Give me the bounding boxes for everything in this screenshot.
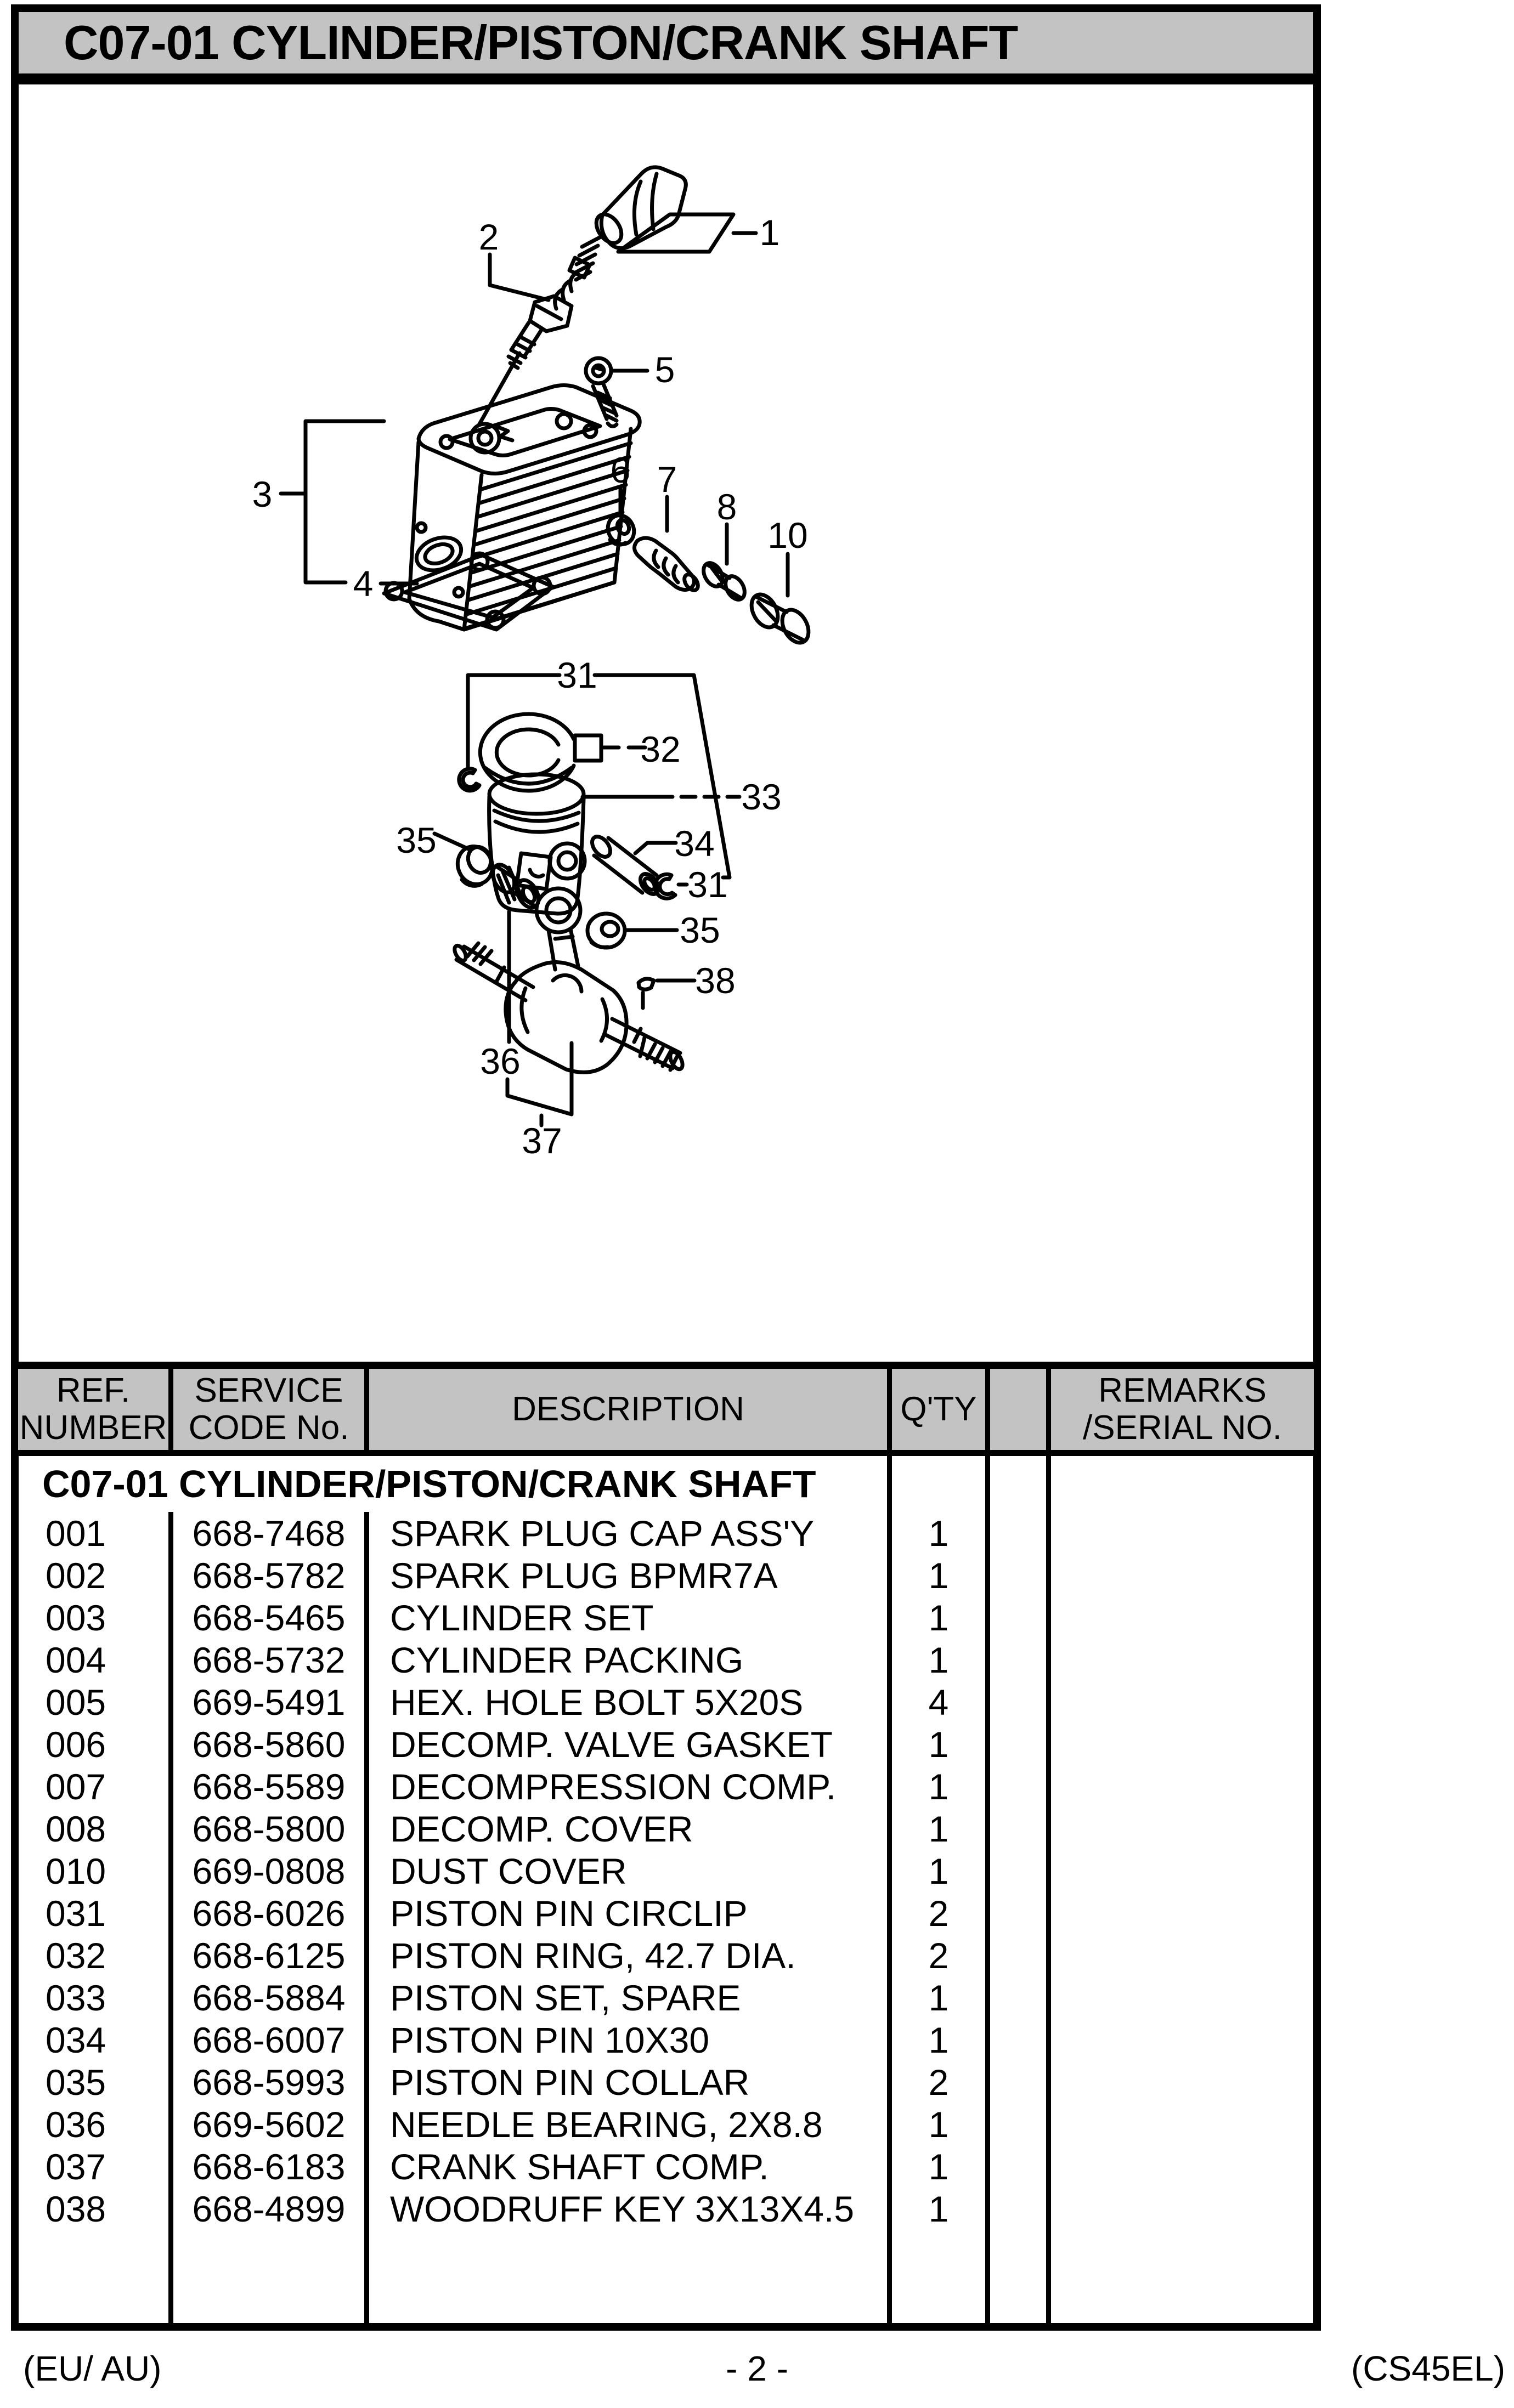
callout-33: 33 [741,777,781,817]
callout-31a: 31 [557,655,597,695]
crankshaft-drawing [453,886,685,1074]
callout-35b: 35 [680,910,720,950]
section-title-row: C07-01 CYLINDER/PISTON/CRANK SHAFT [15,1453,1318,1512]
callout-32: 32 [640,729,680,769]
cylinder-gasket-drawing [382,551,555,632]
leader-36 [505,909,574,1127]
page-title: C07-01 CYLINDER/PISTON/CRANK SHAFT [64,15,1018,70]
footer-region: (EU/ AU) [23,2349,162,2388]
leader-2 [488,252,551,302]
spark-plug-drawing [506,256,592,370]
col-header-qty: Q'TY [887,1365,988,1456]
page-header: C07-01 CYLINDER/PISTON/CRANK SHAFT [11,4,1321,84]
callout-6: 6 [611,450,631,490]
callout-10: 10 [767,515,807,556]
leader-31 [466,673,732,887]
leader-plug-to-cylinder [477,351,522,427]
leader-35a [432,831,472,852]
decomp-valve-gasket-drawing [606,513,636,547]
footer-page-number: - 2 - [726,2349,788,2388]
leader-34 [633,841,678,855]
piston-pin-circlip-lower-drawing [653,872,677,900]
callout-31b: 31 [687,864,727,905]
callout-35a: 35 [396,820,436,860]
piston-pin-circlip-upper-drawing [457,767,482,793]
col-header-blank [985,1365,1049,1456]
callout-labels: 1 2 3 4 5 6 7 8 10 31 32 33 35 34 31 35 … [252,212,808,1161]
piston-ring-drawing [478,712,603,793]
decomp-cover-drawing [702,561,747,602]
woodruff-key-drawing [636,977,656,991]
callout-5: 5 [655,349,675,390]
callout-8: 8 [717,486,737,527]
crank-seal-drawing [585,911,627,950]
col-header-ref: REF.NUMBER [14,1365,171,1456]
page-footer: (EU/ AU) - 2 - (CS45EL) [0,2348,1514,2392]
callout-7: 7 [657,459,677,500]
spark-plug-cap-drawing [594,165,688,251]
col-header-description: DESCRIPTION [364,1365,890,1456]
hex-bolt-drawing [584,356,619,428]
cylinder-drawing [407,383,642,632]
callout-36: 36 [480,1041,520,1081]
exploded-parts-diagram: 1 2 3 4 5 6 7 8 10 31 32 33 35 34 31 35 … [252,165,811,1161]
needle-bearing-drawing [490,863,541,910]
callout-2: 2 [479,217,499,257]
callout-38: 38 [695,960,735,1001]
callout-4: 4 [353,563,374,604]
plug-spring-drawing [573,235,603,282]
callout-3: 3 [252,474,273,514]
decompression-valve-drawing [632,536,700,592]
callout-1: 1 [760,212,780,253]
callout-34: 34 [674,823,714,864]
dust-cover-drawing [749,592,811,645]
col-header-remarks: REMARKS/SERIAL NO. [1046,1365,1318,1456]
leader-3 [279,419,386,585]
section-title: C07-01 CYLINDER/PISTON/CRANK SHAFT [42,1463,816,1505]
leader-lines [279,212,790,1127]
footer-model-code: (CS45EL) [1351,2349,1505,2388]
leader-1 [616,212,758,254]
table-filler-row [15,2230,1318,2327]
leader-38 [641,978,697,1010]
callout-37: 37 [522,1120,562,1161]
